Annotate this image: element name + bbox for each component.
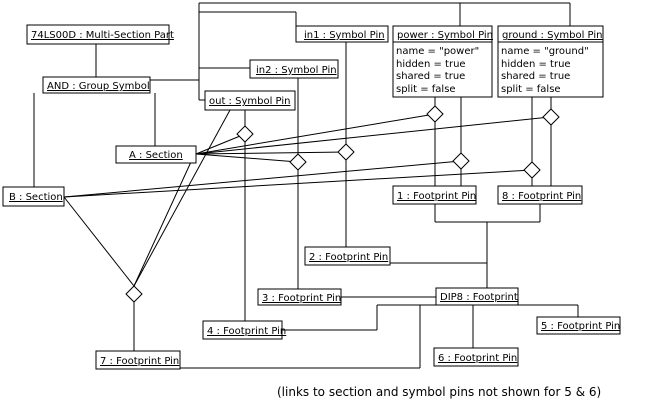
diamond-in2 — [289, 153, 307, 171]
fp4-label: 4 : Footprint Pin — [207, 326, 286, 337]
ground-attr-split: split = false — [501, 84, 561, 95]
fp6-box: 6 : Footprint Pin — [433, 347, 519, 367]
ground-attr-shared: shared = true — [501, 71, 570, 82]
dip8-box: DIP8 : Footprint — [435, 287, 519, 306]
in1-pin-label: in1 : Symbol Pin — [304, 30, 385, 41]
fp1-label: 1 : Footprint Pin — [397, 191, 476, 202]
fp3-label: 3 : Footprint Pin — [262, 293, 341, 304]
fp3-box: 3 : Footprint Pin — [257, 288, 342, 306]
dip8-label: DIP8 : Footprint — [440, 292, 518, 303]
footnote: (links to section and symbol pins not sh… — [277, 385, 601, 399]
section-b-box: B : Section — [2, 186, 65, 207]
link-a-out — [195, 133, 246, 155]
power-pin-box: power : Symbol Pin name = "power" hidden… — [392, 25, 493, 98]
link-a-in1 — [195, 151, 347, 155]
fp8-box: 8 : Footprint Pin — [497, 185, 583, 205]
fp4-box: 4 : Footprint Pin — [202, 320, 286, 340]
link-a-ground — [195, 116, 551, 155]
fp7-box: 7 : Footprint Pin — [95, 350, 181, 370]
section-a-box: A : Section — [115, 145, 197, 164]
fp5-box: 5 : Footprint Pin — [536, 316, 621, 335]
diamond-in1 — [337, 143, 355, 161]
section-a-label: A : Section — [129, 150, 183, 161]
and-group-box: AND : Group Symbol — [42, 76, 151, 94]
ground-pin-label: ground : Symbol Pin — [502, 30, 602, 41]
link-a-power — [195, 113, 436, 155]
link-b-7 — [63, 196, 135, 287]
link-a-in2 — [195, 153, 299, 163]
fp6-label: 6 : Footprint Pin — [438, 353, 517, 364]
fp1-box: 1 : Footprint Pin — [392, 185, 477, 205]
in1-pin-box: in1 : Symbol Pin — [295, 25, 389, 43]
connectors — [33, 2, 579, 369]
and-group-label: AND : Group Symbol — [47, 81, 150, 92]
ground-attr-hidden: hidden = true — [501, 59, 571, 70]
fp5-label: 5 : Footprint Pin — [541, 321, 620, 332]
power-pin-label: power : Symbol Pin — [397, 30, 493, 41]
power-attr-hidden: hidden = true — [396, 59, 466, 70]
section-b-label: B : Section — [9, 192, 63, 203]
link-out-bdiamond — [133, 109, 231, 287]
power-attr-split: split = false — [396, 84, 456, 95]
aggregation-diamonds — [125, 105, 560, 303]
link-bdiamond-a — [133, 150, 197, 287]
in2-pin-label: in2 : Symbol Pin — [256, 65, 337, 76]
diamond-power-b — [452, 152, 470, 170]
diamond-section-b — [125, 285, 143, 303]
fp8-label: 8 : Footprint Pin — [502, 191, 581, 202]
fp2-label: 2 : Footprint Pin — [309, 252, 388, 263]
out-pin-label: out : Symbol Pin — [209, 96, 290, 107]
part-label: 74LS00D : Multi-Section Part — [31, 30, 174, 41]
link-b-power — [63, 160, 462, 198]
diamond-ground-b — [523, 161, 541, 179]
diamond-power-a — [426, 105, 444, 123]
part-box: 74LS00D : Multi-Section Part — [26, 24, 174, 45]
out-pin-box: out : Symbol Pin — [204, 90, 296, 111]
in2-pin-box: in2 : Symbol Pin — [249, 59, 339, 79]
ground-attr-name: name = "ground" — [501, 46, 589, 57]
fp2-box: 2 : Footprint Pin — [304, 246, 391, 266]
diamond-ground-a — [542, 108, 560, 126]
ground-pin-box: ground : Symbol Pin name = "ground" hidd… — [497, 25, 604, 98]
diamond-out — [236, 125, 254, 143]
power-attr-shared: shared = true — [396, 71, 465, 82]
fp7-label: 7 : Footprint Pin — [100, 356, 179, 367]
power-attr-name: name = "power" — [396, 46, 479, 57]
